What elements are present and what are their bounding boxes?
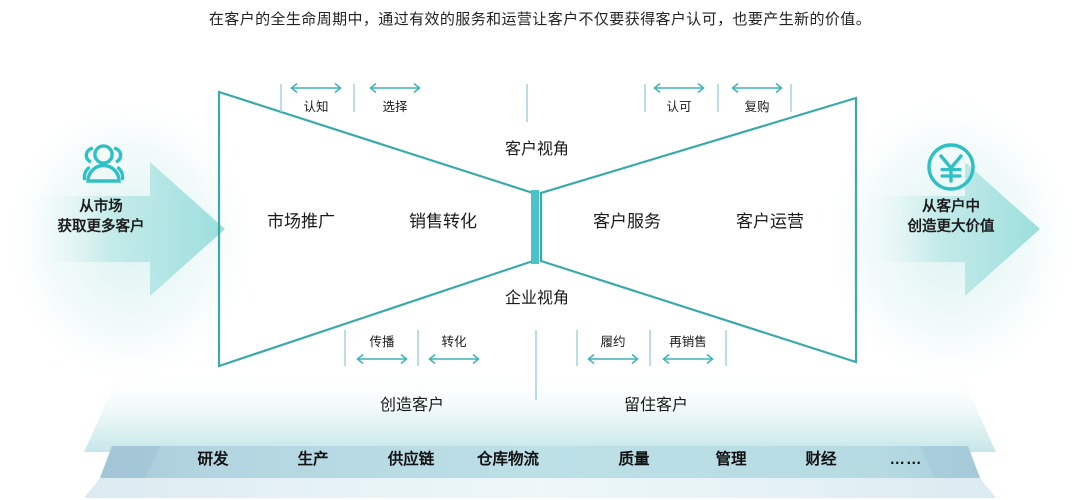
capability-quality[interactable]: 质量 (618, 451, 650, 468)
funnel-right-shape (539, 96, 858, 364)
capability-rd[interactable]: 研发 (197, 451, 229, 468)
bottom-bar-left-cap (100, 446, 160, 478)
stage-market-promotion[interactable]: 市场推广 (267, 212, 335, 231)
left-entry-line2: 获取更多客户 (57, 218, 145, 235)
capability-warehouse-logistics[interactable]: 仓库物流 (476, 451, 540, 468)
capability-production[interactable]: 生产 (297, 451, 329, 468)
capability-finance[interactable]: 财经 (805, 451, 837, 468)
bottom-double-arrows (356, 353, 714, 365)
bottom-capability-bar (100, 446, 980, 478)
people-group-icon (82, 144, 125, 183)
bottom-step-fulfillment: 履约 (600, 335, 626, 349)
right-outbound-arrow (853, 162, 1040, 296)
stage-customer-operation[interactable]: 客户运营 (736, 212, 804, 231)
capability-management[interactable]: 管理 (715, 451, 747, 468)
capability-more-ellipsis[interactable]: …… (889, 451, 923, 468)
page-title: 在客户的全生命周期中，通过有效的服务和运营让客户不仅要获得客户认可，也要产生新的… (208, 11, 872, 28)
right-exit-text: 从客户中 创造更大价值 (884, 198, 1018, 237)
group-create-customers: 创造客户 (379, 397, 445, 414)
top-step-recognition: 认可 (666, 100, 692, 114)
enterprise-perspective-label: 企业视角 (504, 290, 570, 307)
bottom-step-communication: 传播 (369, 335, 395, 349)
bottom-bar-right-cap (920, 446, 980, 478)
left-entry-line1: 从市场 (79, 199, 123, 215)
customer-perspective-label: 客户视角 (504, 141, 570, 158)
right-exit-line1: 从客户中 (922, 199, 980, 215)
left-entry-text: 从市场 获取更多客户 (34, 198, 168, 237)
top-double-arrows (290, 82, 783, 94)
stage-sales-conversion[interactable]: 销售转化 (409, 212, 477, 231)
left-inbound-arrow (18, 162, 225, 296)
top-step-selection: 选择 (382, 100, 408, 114)
capability-supply-chain[interactable]: 供应链 (387, 451, 435, 468)
stage-customer-service[interactable]: 客户服务 (593, 212, 661, 231)
yuan-currency-circle-icon (927, 143, 975, 191)
funnel-waist-divider (531, 190, 539, 264)
platform-gradient (84, 372, 996, 452)
group-retain-customers: 留住客户 (623, 397, 689, 414)
bottom-step-conversion: 转化 (441, 335, 467, 349)
right-exit-line2: 创造更大价值 (907, 218, 995, 235)
bottom-bar-shadow (84, 478, 996, 498)
top-step-repurchase: 复购 (744, 100, 770, 114)
bottom-step-resale: 再销售 (669, 335, 707, 349)
top-step-awareness: 认知 (303, 100, 329, 114)
